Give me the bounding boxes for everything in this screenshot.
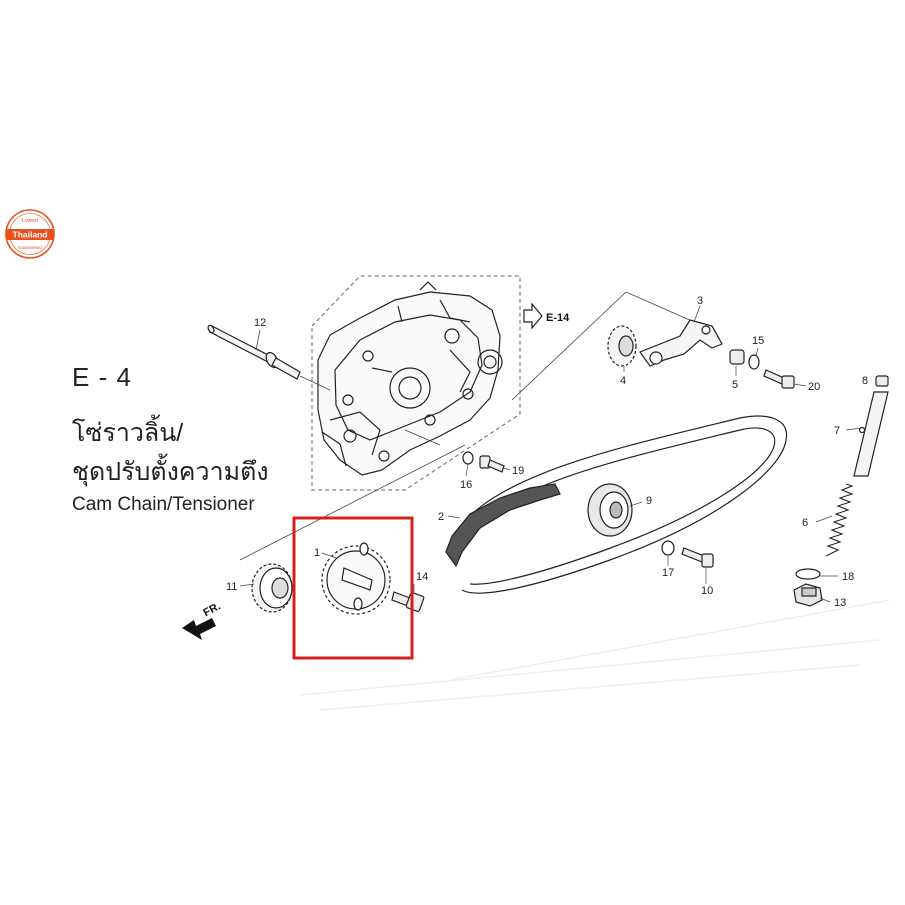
- section-code: E - 4: [72, 362, 132, 392]
- callout-17: 17: [662, 567, 674, 579]
- part-3-tensioner-arm: [639, 319, 723, 367]
- callout-labels: 1 2 3 4 5 6 7 8 9 10 11 12 13 14 15 16 1…: [226, 295, 868, 609]
- part-12-stud-bolt: [207, 324, 301, 380]
- title-thai-line1: โซ่ราวลิ้น/: [72, 419, 184, 447]
- title-english: Cam Chain/Tensioner: [72, 494, 255, 515]
- leader-lines: [239, 291, 701, 561]
- front-direction-arrow: FR.: [182, 600, 223, 640]
- callout-12: 12: [254, 317, 266, 329]
- title-thai-line2: ชุดปรับตั้งความตึง: [72, 458, 269, 486]
- callout-20: 20: [808, 381, 820, 393]
- part-14-bolt: [391, 591, 425, 612]
- callout-13: 13: [834, 597, 846, 609]
- part-13-sealing-bolt: [793, 583, 823, 607]
- reference-label: E-14: [546, 312, 570, 324]
- part-4-tensioner-sprocket: [607, 325, 637, 367]
- front-label: FR.: [201, 600, 222, 619]
- callout-4: 4: [620, 375, 626, 387]
- background-texture: [299, 599, 891, 711]
- part-5-collar: [729, 349, 745, 365]
- part-10-bolt: [681, 547, 714, 568]
- crankcase-dashed-box: [311, 275, 521, 491]
- part-2-cam-chain: [445, 415, 788, 594]
- callout-8: 8: [862, 375, 868, 387]
- part-18-washer: [795, 568, 821, 580]
- callout-1: 1: [314, 547, 320, 559]
- callout-10: 10: [701, 585, 713, 597]
- callout-14: 14: [416, 571, 428, 583]
- part-20-bolt: [763, 369, 795, 389]
- part-15-washer: [748, 354, 760, 370]
- part-1-cam-sprocket: [321, 542, 391, 615]
- badge-middle-text: Thailand: [13, 230, 48, 240]
- part-17-washer: [661, 540, 675, 556]
- crankcase-illustration: [317, 281, 503, 476]
- callout-16: 16: [460, 479, 472, 491]
- callout-7: 7: [834, 425, 840, 437]
- callout-6: 6: [802, 517, 808, 529]
- part-11-crank-sprocket: [251, 563, 293, 613]
- callout-15: 15: [752, 335, 764, 347]
- badge-top-text: Lowest: [22, 218, 38, 224]
- callout-19: 19: [512, 465, 524, 477]
- part-8-cap: [875, 375, 889, 387]
- callout-18: 18: [842, 571, 854, 583]
- part-7-push-rod: [853, 391, 889, 477]
- callout-2: 2: [438, 511, 444, 523]
- part-6-spring: [825, 483, 854, 557]
- callout-5: 5: [732, 379, 738, 391]
- callout-leaders: [239, 347, 863, 603]
- badge-bottom-text: Guaranteed: [18, 245, 42, 250]
- part-16-washer: [462, 451, 474, 465]
- callout-9: 9: [646, 495, 652, 507]
- reference-arrow-e14[interactable]: E-14: [523, 302, 570, 330]
- part-9-guide-roller: [587, 483, 633, 537]
- guarantee-badge: Lowest Thailand Guaranteed: [5, 209, 55, 259]
- part-19-bolt: [479, 455, 505, 473]
- callout-11: 11: [226, 581, 237, 593]
- highlight-box: [292, 516, 414, 660]
- callout-3: 3: [697, 295, 703, 307]
